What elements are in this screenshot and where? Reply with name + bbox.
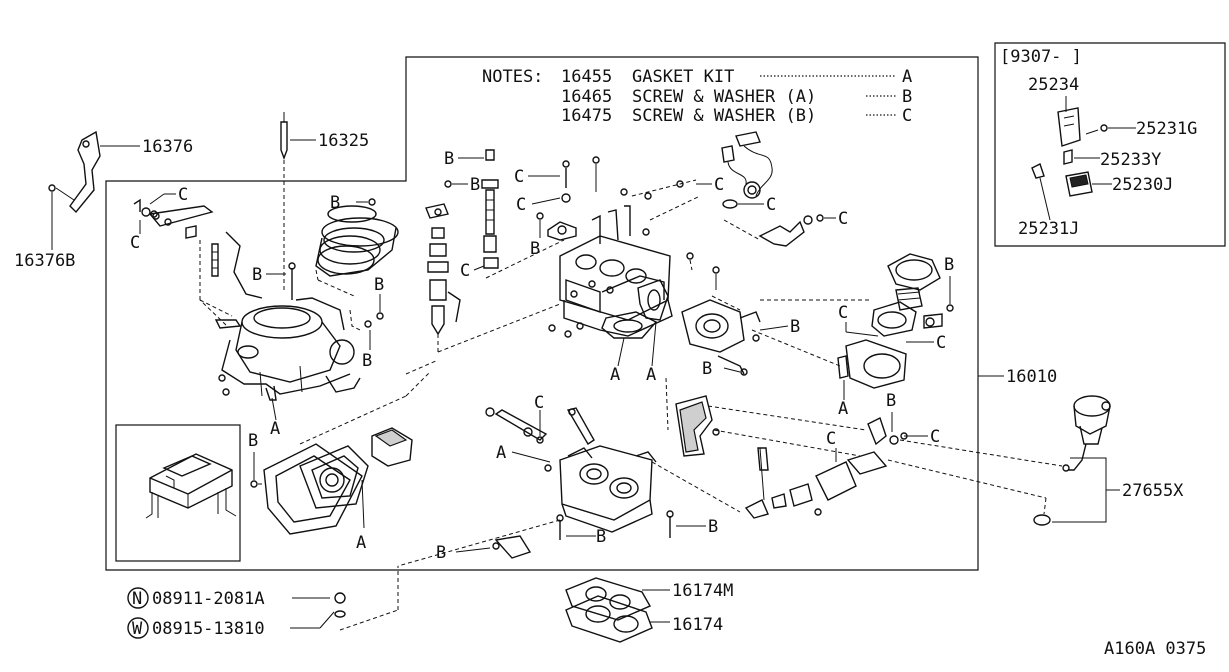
mark-C-12: C: [930, 427, 940, 447]
notes-mark-3: C: [902, 106, 912, 126]
mark-C-4: C: [514, 167, 524, 187]
lower-linkage: B C C: [665, 377, 940, 519]
part-label-25230J: 25230J: [1112, 175, 1173, 195]
throttle-base: C A B B B: [397, 393, 741, 567]
mark-C-7: C: [766, 195, 776, 215]
part-label-16376: 16376: [142, 137, 193, 157]
mark-B-1: B: [330, 193, 340, 213]
base-gaskets: 16174M 16174: [565, 577, 733, 643]
relay-25230J: [1065, 171, 1093, 197]
mark-B-5: B: [444, 149, 454, 169]
mark-A-3: A: [646, 365, 656, 385]
notes-heading: NOTES:: [482, 67, 543, 87]
diaphragm-assembly: B C C A: [751, 253, 954, 419]
notes-text-3: SCREW & WASHER (B): [632, 106, 816, 126]
diagram-id: A160A 0375: [1104, 639, 1206, 659]
mark-B-10: B: [944, 255, 954, 275]
mark-B-12: B: [708, 517, 718, 537]
mark-C-5: C: [516, 195, 526, 215]
mark-C-10: C: [936, 333, 946, 353]
fastener-w-circle: W: [132, 619, 143, 639]
mark-B-15: B: [248, 431, 258, 451]
mark-A-5: A: [496, 443, 506, 463]
notes-mark-2: B: [902, 87, 912, 107]
mark-C-6: C: [714, 175, 724, 195]
mark-A-2: A: [610, 365, 620, 385]
mark-C-2: C: [130, 233, 140, 253]
actuator-27655X: 27655X: [887, 395, 1184, 526]
lower-left-gaskets: A B: [248, 371, 431, 553]
mark-B-9: B: [702, 359, 712, 379]
part-label-16174M: 16174M: [672, 581, 733, 601]
mark-B-4: B: [362, 351, 372, 371]
mark-B-2: B: [252, 265, 262, 285]
choke-link-left: C C: [130, 185, 263, 317]
mark-B-3: B: [374, 275, 384, 295]
fastener-w-code: 08915-13810: [152, 619, 265, 639]
part-label-16325: 16325: [318, 131, 369, 151]
mark-C-13: C: [826, 429, 836, 449]
fastener-n-code: 08911-2081A: [152, 589, 265, 609]
mark-B-7: B: [530, 239, 540, 259]
left-screws: B B B: [252, 262, 384, 371]
bracket-25234: [1057, 107, 1081, 147]
part-label-25231G: 25231G: [1136, 119, 1197, 139]
notes-text-2: SCREW & WASHER (A): [632, 87, 816, 107]
ecu-frame: [115, 424, 241, 562]
inset-period: [9307- ]: [1000, 47, 1082, 67]
notes-mark-1: A: [902, 67, 912, 87]
notes-code-2: 16465: [561, 87, 612, 107]
notes-code-3: 16475: [561, 106, 612, 126]
mark-B-13: B: [436, 543, 446, 563]
mark-B-11: B: [596, 527, 606, 547]
fastener-list: N 08911-2081A W 08915-13810: [127, 566, 399, 639]
center-jets: B C B: [405, 149, 565, 375]
part-label-25233Y: 25233Y: [1100, 150, 1161, 170]
main-frame: [105, 56, 979, 571]
mark-A-6: A: [356, 533, 366, 553]
notes-block: NOTES: 16455 GASKET KIT A 16465 SCREW & …: [482, 67, 912, 126]
throttle-bracket-16376: 16376 16376B: [14, 130, 193, 271]
carb-body-left: A: [199, 297, 361, 439]
mark-A-1: A: [270, 419, 280, 439]
inset-frame: [994, 42, 1226, 247]
part-label-25231J: 25231J: [1018, 219, 1079, 239]
mark-C-9: C: [838, 303, 848, 323]
part-label-16174: 16174: [672, 615, 723, 635]
sensor-harness: C C C: [676, 131, 848, 247]
mark-B-14: B: [886, 391, 896, 411]
part-label-27655X: 27655X: [1122, 481, 1184, 501]
injector-16325: 16325: [280, 112, 369, 290]
choke-housing: B B: [681, 295, 800, 379]
fastener-n-circle: N: [132, 589, 142, 609]
inset-parts: [9307- ] 25234 25231G 25233Y 25230J 2523…: [1000, 47, 1197, 239]
mark-B-6: B: [470, 175, 480, 195]
mark-B-8: B: [790, 317, 800, 337]
part-label-25234: 25234: [1028, 75, 1079, 95]
air-intake-bellows: B: [315, 193, 399, 297]
part-label-16376B: 16376B: [14, 251, 75, 271]
gasket-center: A A: [601, 279, 669, 385]
ecu-module: [145, 453, 237, 519]
notes-code-1: 16455: [561, 67, 612, 87]
part-label-16010: 16010: [1006, 367, 1057, 387]
mark-A-4: A: [838, 399, 848, 419]
mark-C-1: C: [178, 185, 188, 205]
notes-text-1: GASKET KIT: [632, 67, 734, 87]
mark-C-11: C: [534, 393, 544, 413]
mark-C-3: C: [460, 261, 470, 281]
mark-C-8: C: [838, 209, 848, 229]
carb-body-center: C C B: [514, 156, 720, 338]
